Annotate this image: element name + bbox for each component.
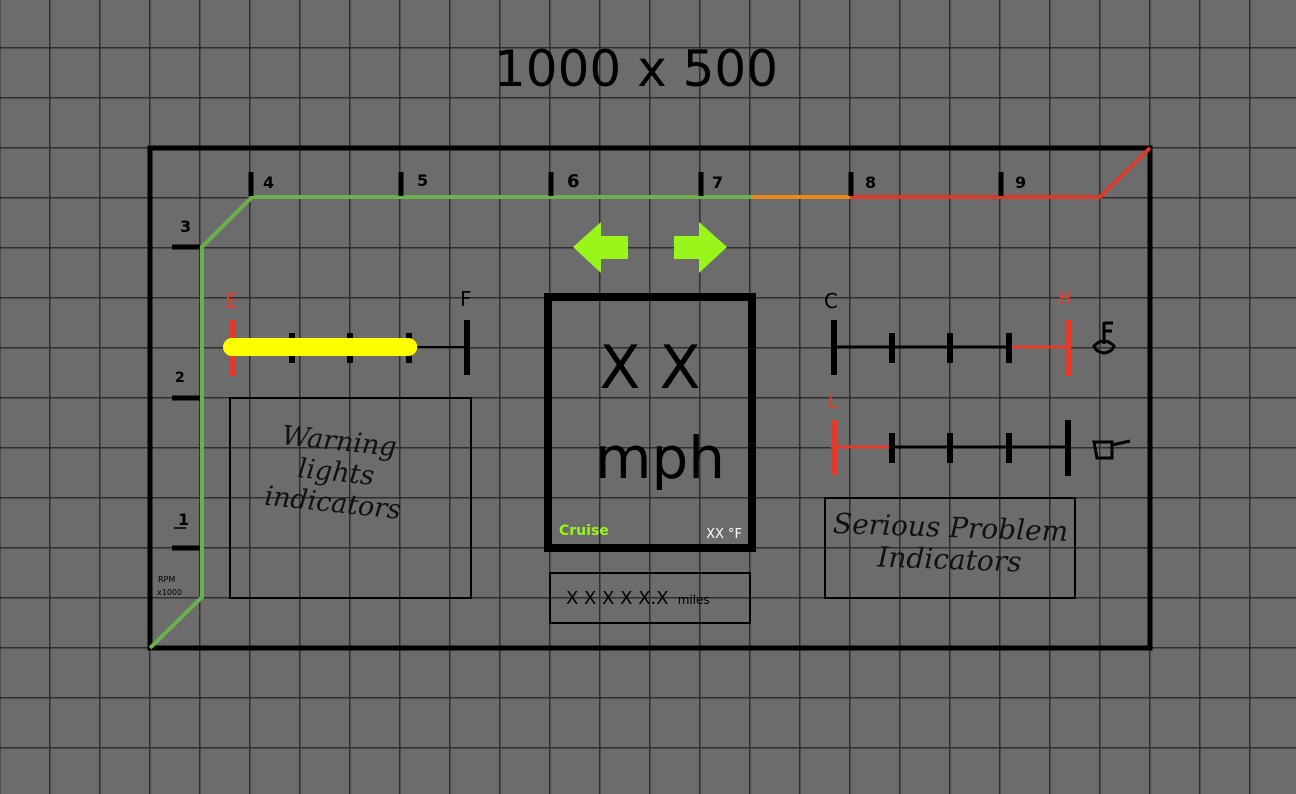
fuel-gauge: E F (223, 287, 472, 376)
fuel-empty-label: E (225, 289, 238, 313)
dimension-title: 1000 x 500 (494, 40, 778, 98)
warning-lights-box (229, 397, 472, 599)
serious-problem-box (824, 497, 1076, 599)
rpm-tick-label-1: 1 (178, 510, 189, 529)
rpm-unit-multiplier: x1000 (157, 588, 182, 597)
rpm-tick-label-2: 2 (175, 370, 185, 386)
odometer-value: X X X X X.X miles (566, 588, 710, 609)
rpm-tick-label-3: 3 (180, 217, 191, 236)
oil-low-label: L (828, 392, 838, 413)
speed-value: X X (599, 333, 700, 403)
odometer-box (549, 572, 751, 624)
rpm-tick-label-7: 7 (712, 173, 723, 192)
rpm-tick-label-8: 8 (865, 173, 876, 192)
rpm-line-redline (850, 146, 1152, 199)
rpm-line-normal (148, 195, 752, 650)
speed-unit: mph (595, 424, 725, 492)
odometer-unit: miles (678, 593, 710, 607)
left-turn-signal-arrow (573, 222, 628, 273)
serious-problem-label: Serious Problem Indicators (829, 507, 1071, 581)
right-turn-signal-arrow (674, 222, 727, 273)
oil-pressure-gauge: L (828, 392, 1131, 476)
thermometer-icon (1092, 321, 1116, 355)
rpm-unit-label: RPM (158, 575, 175, 584)
speedometer-box (544, 293, 756, 552)
rpm-tick-label-6: 6 (567, 171, 580, 192)
rpm-tick-label-4: 4 (263, 173, 274, 192)
cruise-indicator: Cruise (559, 523, 609, 539)
fuel-full-label: F (460, 287, 472, 311)
rpm-gauge: 1 2 3 4 5 6 7 8 9 RPM x1000 (148, 146, 1152, 650)
dashboard-frame (147, 145, 1153, 651)
rpm-tick-label-9: 9 (1015, 173, 1026, 192)
odometer-digits: X X X X X.X (566, 588, 669, 609)
temp-hot-label: H (1058, 288, 1072, 309)
temp-cold-label: C (824, 289, 838, 313)
oil-can-icon (1092, 439, 1131, 460)
rpm-tick-label-5: 5 (417, 171, 428, 190)
temperature-gauge: C H (824, 288, 1116, 376)
outside-temperature: XX °F (706, 527, 742, 542)
